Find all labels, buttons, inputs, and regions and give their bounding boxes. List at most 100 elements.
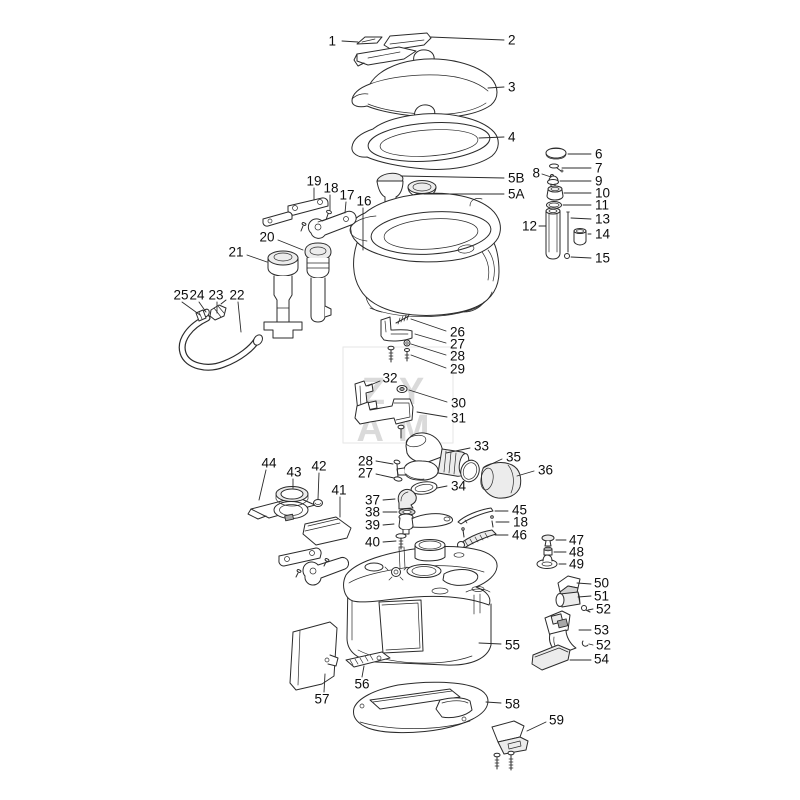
callout-7-7: 7 — [595, 161, 603, 176]
callout-21-21: 21 — [228, 245, 243, 260]
part-2 — [353, 32, 432, 67]
leader-line-29-29 — [410, 354, 447, 369]
callout-31-31: 31 — [451, 411, 466, 426]
leader-line-3-2 — [487, 86, 505, 89]
callout-19-19: 19 — [306, 174, 321, 189]
callout-33-33: 33 — [474, 439, 489, 454]
part-6-cap — [545, 147, 567, 160]
leader-line-15-15 — [570, 256, 592, 259]
leader-line-52-57 — [588, 643, 594, 646]
callout-10-10: 10 — [595, 186, 610, 201]
callout-28-28: 28 — [450, 349, 465, 364]
part-46-toothed-cam — [456, 527, 497, 550]
callout-18-18: 18 — [323, 181, 338, 196]
part-40-screw — [395, 533, 407, 550]
part-28-nut — [403, 339, 411, 347]
callout-11-11: 11 — [595, 198, 609, 213]
part-58-base — [353, 681, 489, 734]
leader-line-40-42 — [382, 540, 397, 543]
callout-23-23: 23 — [208, 288, 223, 303]
callout-22-22: 22 — [229, 288, 244, 303]
part-59-bracket — [491, 720, 529, 771]
callout-12-12: 12 — [522, 219, 537, 234]
callout-50-53: 50 — [594, 576, 609, 591]
callout-34-34: 34 — [451, 479, 467, 494]
part-4-seat — [351, 104, 499, 170]
callout-5B-4: 5B — [508, 171, 525, 186]
callout-37-39: 37 — [365, 493, 380, 508]
part-49 — [536, 554, 558, 569]
callout-46-49: 46 — [512, 528, 527, 543]
leader-line-39-41 — [382, 523, 395, 526]
callout-2-1: 2 — [508, 33, 516, 48]
part-11-ring — [546, 201, 562, 209]
callout-16-16: 16 — [356, 194, 371, 209]
callout-15-15: 15 — [595, 251, 610, 266]
leader-line-8-8 — [541, 173, 552, 178]
callout-4-3: 4 — [508, 130, 516, 145]
callout-26-26: 26 — [450, 325, 465, 340]
callout-47-50: 47 — [569, 533, 584, 548]
callout-43-45: 43 — [286, 465, 301, 480]
part-12-tube — [545, 207, 561, 260]
leader-line-30-30 — [408, 389, 448, 403]
callout-27-27: 27 — [450, 337, 465, 352]
part-57-sheet — [289, 621, 339, 691]
part-48 — [543, 546, 553, 556]
part-38-washer — [398, 508, 416, 516]
part-7 — [549, 163, 564, 173]
drawing — [178, 32, 591, 771]
callout-57-61: 57 — [314, 692, 329, 707]
part-25-cap — [195, 309, 207, 322]
callout-9-9: 9 — [595, 174, 603, 189]
part-37-knob — [397, 488, 417, 510]
callout-3-2: 3 — [508, 80, 516, 95]
callout-30-30: 30 — [451, 396, 466, 411]
leader-line-28-28 — [410, 343, 447, 356]
part-45-cam — [457, 507, 494, 525]
leader-line-32-32 — [367, 380, 381, 387]
part-56 — [345, 651, 391, 668]
leader-line-44-46 — [258, 469, 267, 501]
part-47 — [541, 534, 555, 547]
leader-line-21-21 — [246, 254, 268, 263]
callout-28-37: 28 — [358, 454, 373, 469]
part-30-grommet — [396, 385, 408, 393]
callout-48-51: 48 — [569, 545, 584, 560]
leader-line-13-13 — [570, 217, 592, 220]
callout-56-60: 56 — [354, 677, 369, 692]
part-51-roller — [555, 591, 581, 608]
callout-55-59: 55 — [505, 638, 520, 653]
part-55-tank — [343, 539, 498, 666]
part-29-screws — [387, 345, 410, 363]
callout-41-43: 41 — [331, 483, 346, 498]
callout-6-6: 6 — [595, 147, 603, 162]
part-39-valve — [398, 513, 453, 535]
part-9-plug — [547, 175, 559, 188]
callout-39-41: 39 — [365, 518, 380, 533]
part-26-spring — [395, 313, 410, 325]
callout-52-55: 52 — [596, 602, 611, 617]
callout-27-38: 27 — [358, 466, 373, 481]
callout-35-35: 35 — [506, 450, 521, 465]
leader-line-33-33 — [445, 447, 471, 454]
callout-8-8: 8 — [532, 166, 540, 181]
part-42-grommet — [313, 499, 323, 507]
part-22-hose — [178, 314, 263, 371]
callout-14-14: 14 — [595, 227, 611, 242]
callout-13-13: 13 — [595, 212, 610, 227]
callout-42-44: 42 — [311, 459, 326, 474]
leader-line-2-1 — [429, 36, 505, 41]
part-1 — [356, 36, 383, 45]
callout-38-40: 38 — [365, 505, 380, 520]
leader-line-25-25 — [181, 301, 201, 316]
callout-24-24: 24 — [189, 288, 205, 303]
part-3-lid — [351, 49, 498, 118]
callout-45-47: 45 — [512, 503, 527, 518]
leader-line-36-36 — [516, 470, 535, 477]
callout-20-20: 20 — [259, 230, 274, 245]
callout-36-36: 36 — [538, 463, 553, 478]
leader-line-42-44 — [317, 472, 320, 500]
leader-line-24-24 — [198, 301, 207, 313]
callout-44-46: 44 — [261, 456, 277, 471]
